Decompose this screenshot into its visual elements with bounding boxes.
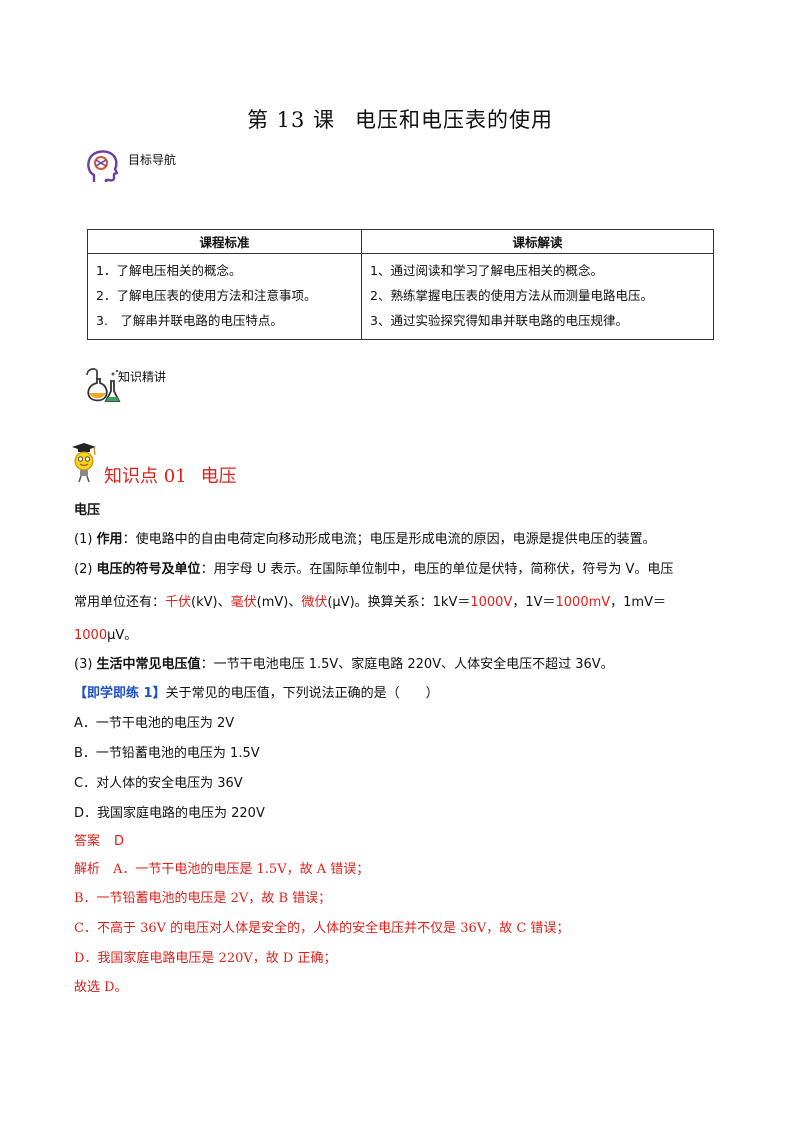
brain-head-icon (87, 150, 119, 182)
page-title: 第 13 课电压和电压表的使用 (246, 108, 554, 132)
analysis-line: 解析 A．一节干电池的电压是 1.5V，故 A 错误； (74, 862, 370, 877)
lightbulb-graduate-icon (72, 443, 96, 483)
exercise-question: 【即学即练 1】关于常见的电压值，下列说法正确的是（ ） (74, 686, 439, 701)
section-heading: 电压 (74, 503, 101, 518)
option-c: C．对人体的安全电压为 36V (74, 776, 243, 791)
standard-item: 1．了解电压相关的概念。 (96, 263, 242, 278)
paragraph-symbol-unit: (2) 电压的符号及单位：用字母 U 表示。在国际单位制中，电压的单位是伏特，简… (74, 562, 674, 577)
paragraph-unit-conversion: 常用单位还有：千伏(kV)、毫伏(mV)、微伏(μV)。换算关系：1kV＝100… (74, 595, 666, 610)
analysis-line: 故选 D。 (74, 980, 128, 995)
option-d: D．我国家庭电路的电压为 220V (74, 806, 265, 821)
standard-item: 3. 了解串并联电路的电压特点。 (96, 313, 283, 328)
table-header-standard: 课程标准 (87, 229, 362, 254)
analysis-line: C．不高于 36V 的电压对人体是安全的，人体的安全电压并不仅是 36V，故 C… (74, 921, 570, 936)
nav-label: 目标导航 (128, 153, 177, 167)
analysis-line: D．我国家庭电路电压是 220V，故 D 正确； (74, 951, 337, 966)
option-a: A．一节干电池的电压为 2V (74, 716, 235, 731)
table-header-interpretation: 课标解读 (361, 229, 714, 254)
paragraph-function: (1) 作用：使电路中的自由电荷定向移动形成电流；电压是形成电流的原因，电源是提… (74, 532, 656, 547)
interpretation-item: 1、通过阅读和学习了解电压相关的概念。 (370, 263, 603, 278)
interpretation-item: 2、熟练掌握电压表的使用方法从而测量电路电压。 (370, 288, 653, 303)
interpretation-item: 3、通过实验探究得知串并联电路的电压规律。 (370, 313, 628, 328)
standards-cell: 1．了解电压相关的概念。 2．了解电压表的使用方法和注意事项。 3. 了解串并联… (87, 253, 362, 340)
paragraph-common-values: (3) 生活中常见电压值：一节干电池电压 1.5V、家庭电路 220V、人体安全… (74, 657, 614, 672)
lab-label: 知识精讲 (118, 370, 167, 384)
lab-flask-icon (86, 368, 121, 402)
analysis-line: B．一节铅蓄电池的电压是 2V，故 B 错误； (74, 891, 332, 906)
standard-item: 2．了解电压表的使用方法和注意事项。 (96, 288, 317, 303)
interpretation-cell: 1、通过阅读和学习了解电压相关的概念。 2、熟练掌握电压表的使用方法从而测量电路… (361, 253, 714, 340)
option-b: B．一节铅蓄电池的电压为 1.5V (74, 746, 260, 761)
standards-table: 课程标准 课标解读 1．了解电压相关的概念。 2．了解电压表的使用方法和注意事项… (87, 229, 714, 340)
paragraph-unit-conversion-end: 1000μV。 (74, 628, 138, 643)
